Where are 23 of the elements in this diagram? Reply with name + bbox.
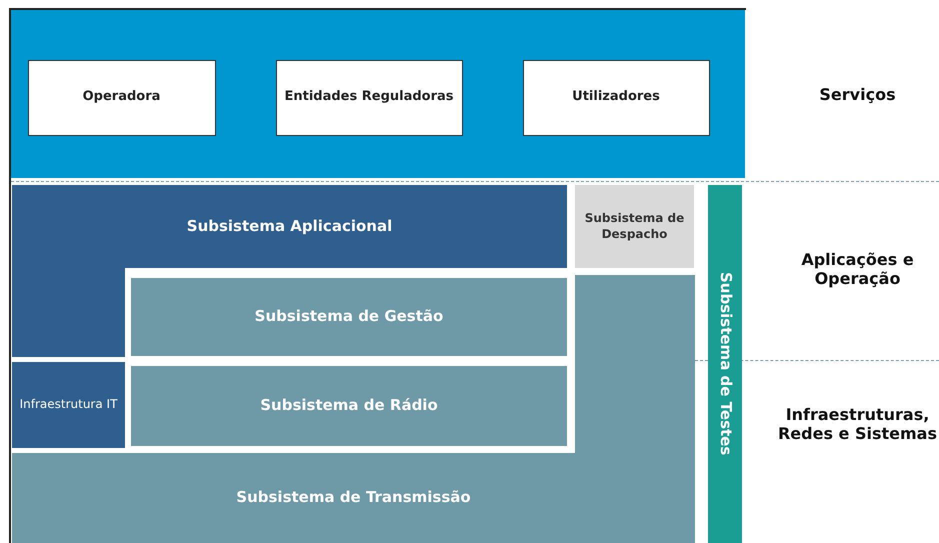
box-label: Operadora [82, 89, 160, 106]
service-box [28, 60, 216, 136]
box-label: Entidades Reguladoras [284, 89, 454, 106]
subsystem-block [128, 275, 570, 359]
subsystem-bar [708, 185, 742, 543]
box-label: Subsistema de Testes [716, 272, 735, 456]
box-label: Subsistema de Despacho [584, 210, 686, 242]
box-label: Utilizadores [572, 89, 660, 106]
layer-label: Aplicações e Operação [800, 250, 915, 288]
subsystem-block [128, 363, 570, 449]
box-label: Subsistema Aplicacional [186, 216, 392, 236]
box-label: Subsistema de Gestão [254, 307, 444, 327]
layer-label: Infraestruturas, Redes e Sistemas [776, 405, 938, 443]
box-label: Subsistema de Transmissão [236, 488, 471, 508]
service-box [523, 60, 710, 136]
box-label: Subsistema de Rádio [260, 396, 438, 416]
layer-label: Serviços [818, 85, 897, 104]
subsystem-block [575, 185, 694, 268]
subsystem-block [12, 185, 567, 357]
subsystem-block [12, 362, 125, 448]
service-box [276, 60, 463, 136]
subsystem-block [12, 275, 695, 543]
box-label: Infraestrutura IT [20, 397, 118, 413]
